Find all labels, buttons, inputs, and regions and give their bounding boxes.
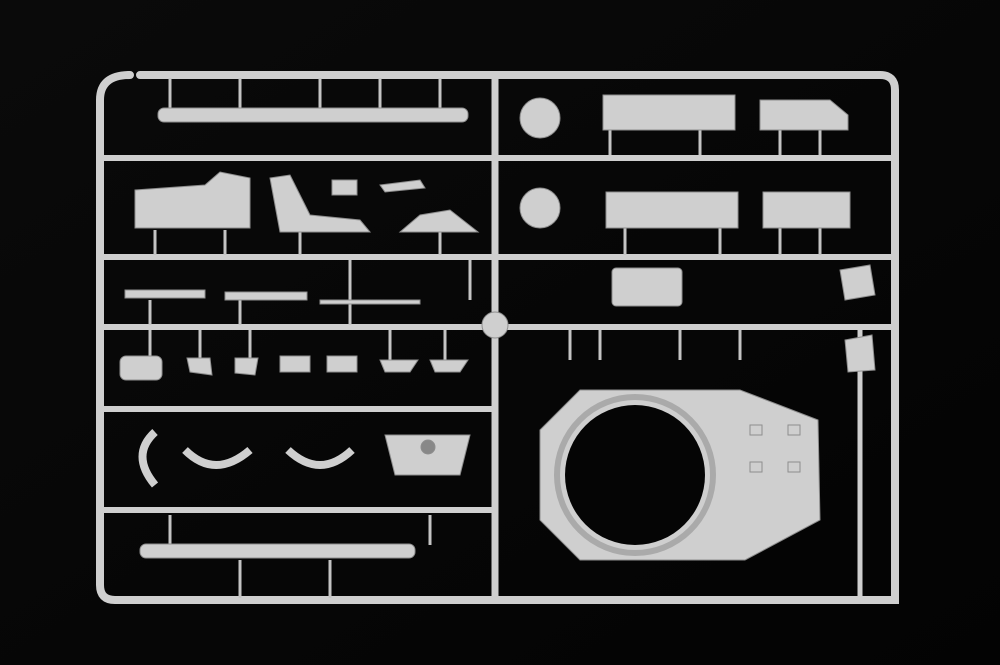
rod [319, 299, 421, 305]
bracket-4 [429, 359, 469, 373]
armor-plate-1 [602, 94, 736, 131]
hatch-2 [519, 187, 561, 229]
gun-barrel-upper [157, 107, 469, 123]
stowage-box [611, 267, 683, 307]
mantlet-base [384, 434, 471, 476]
hatch-1 [519, 97, 561, 139]
vent-1 [749, 424, 763, 436]
vent-2 [787, 424, 801, 436]
vent-3 [749, 461, 763, 473]
armor-plate-3 [605, 191, 739, 229]
ring-segment-2 [182, 446, 253, 469]
vent-4 [787, 461, 801, 473]
bracket-1 [186, 357, 213, 376]
sprue-gates [148, 78, 822, 598]
grille-1 [279, 355, 311, 373]
cylinder-part [119, 355, 163, 381]
bracket-2 [234, 357, 259, 376]
turret-ring-hole [565, 405, 705, 545]
gun-barrel-lower [139, 543, 416, 559]
fender-plate-3 [398, 209, 480, 233]
sprue-hub [481, 311, 509, 339]
fender-plate-1 [134, 171, 251, 229]
side-block-2 [844, 334, 876, 373]
rail-1 [124, 289, 206, 299]
small-plate-1 [331, 179, 358, 196]
fender-plate-2 [269, 174, 372, 233]
armor-plate-4 [762, 191, 851, 229]
mantlet-hole [420, 439, 436, 455]
grille-2 [326, 355, 358, 373]
bracket-3 [379, 359, 419, 373]
side-block-1 [839, 264, 876, 301]
ring-segment-1 [138, 429, 159, 488]
armor-plate-2 [759, 99, 849, 131]
ring-segment-3 [285, 446, 355, 469]
rail-2 [224, 291, 308, 301]
small-plate-2 [379, 179, 426, 193]
